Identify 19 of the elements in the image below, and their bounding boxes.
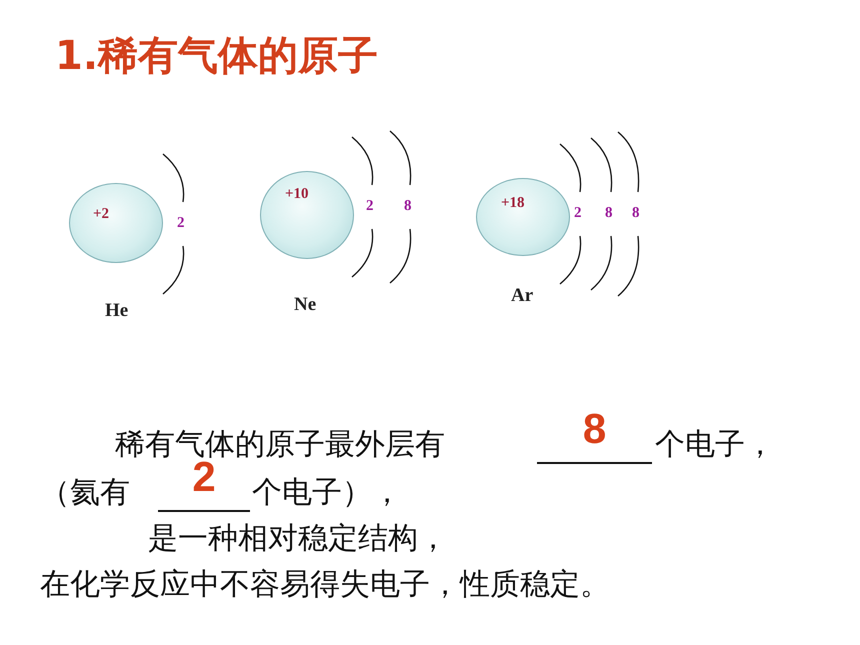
element-symbol: He xyxy=(105,300,128,322)
element-symbol: Ar xyxy=(511,285,534,307)
sentence-text: （氦有 xyxy=(40,474,130,512)
electron-count: 8 xyxy=(404,198,412,215)
sentence-text: 个电子， xyxy=(655,426,775,464)
answer-text: 8 xyxy=(582,406,608,452)
sentence-text: 是一种相对稳定结构， xyxy=(148,520,448,558)
title: 1.稀有气体的原子 xyxy=(55,32,378,81)
electron-count: 2 xyxy=(574,205,582,222)
electron-count: 2 xyxy=(177,215,184,232)
electron-count: 8 xyxy=(605,205,612,222)
sentence-text: 在化学反应中不容易得失电子，性质稳定。 xyxy=(40,566,610,604)
nucleus-charge: +10 xyxy=(285,186,309,203)
element-symbol: Ne xyxy=(294,294,316,316)
electron-count: 2 xyxy=(366,198,374,215)
nucleus-charge: +18 xyxy=(501,195,525,212)
sentence-text: 个电子）， xyxy=(252,474,402,512)
electron-count: 8 xyxy=(632,205,640,222)
nucleus-charge: +2 xyxy=(93,206,110,223)
